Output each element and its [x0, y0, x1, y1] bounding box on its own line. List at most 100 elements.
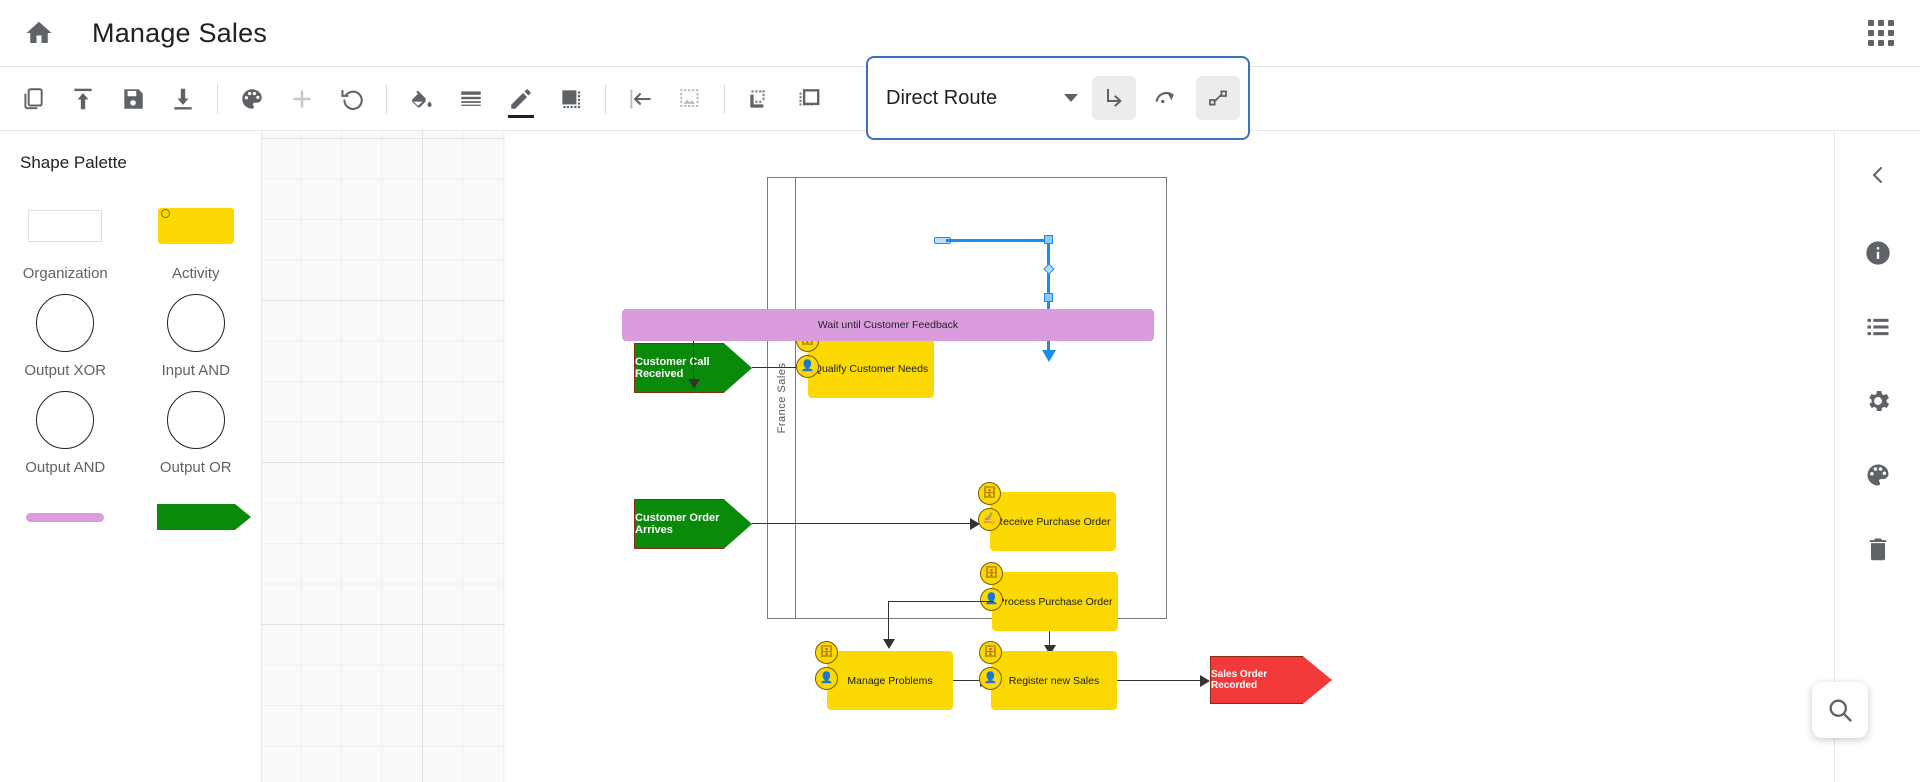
- pencil-active-indicator: [508, 115, 534, 118]
- activity-icons: 🗄 👤: [979, 641, 1002, 690]
- info-button[interactable]: [1852, 227, 1904, 279]
- activity-receive-purchase-order[interactable]: Receive Purchase Order 🗄 ✍: [978, 482, 1116, 551]
- paint-bucket-icon[interactable]: [396, 74, 446, 124]
- pencil-icon[interactable]: [496, 74, 546, 124]
- palette-item-label: Activity: [171, 265, 220, 282]
- upload-button[interactable]: [58, 74, 108, 124]
- palette-item-organization[interactable]: Organization: [0, 195, 131, 282]
- activity-icons: 🗄 👤: [980, 562, 1003, 611]
- curved-route-button[interactable]: [1144, 76, 1188, 120]
- palette-item-label: Output OR: [159, 459, 232, 476]
- download-button[interactable]: [158, 74, 208, 124]
- purple-bar-shape-icon: [0, 486, 131, 548]
- toolbar-divider-2: [386, 84, 387, 114]
- activity-qualify-customer-needs[interactable]: Qualify Customer Needs 🗄 👤: [796, 329, 934, 398]
- toolbar-divider: [217, 84, 218, 114]
- connector-corner-handle[interactable]: [1044, 235, 1053, 244]
- connector-waypoint-handle[interactable]: [1044, 293, 1053, 302]
- selected-connector-segment-horizontal[interactable]: [946, 239, 1050, 243]
- toolbar-divider-4: [724, 84, 725, 114]
- circle-shape-icon: [131, 389, 262, 451]
- palette-item-input-and[interactable]: Input AND: [131, 292, 262, 379]
- collapse-panel-button[interactable]: [1852, 149, 1904, 201]
- apps-grid-icon[interactable]: [1864, 16, 1898, 50]
- activity-label: Qualify Customer Needs: [813, 362, 929, 375]
- activity-register-new-sales[interactable]: Register new Sales 🗄 👤: [979, 641, 1117, 710]
- event-customer-order-arrives[interactable]: Customer Order Arrives: [634, 499, 752, 549]
- chevron-down-icon[interactable]: [1064, 94, 1078, 102]
- arrowhead-icon: [688, 379, 700, 389]
- arrowhead-icon: [1200, 675, 1210, 687]
- event-label: Customer Call Received: [635, 356, 710, 380]
- document-icon: 🗄: [815, 641, 838, 664]
- image-placeholder-icon[interactable]: [665, 74, 715, 124]
- send-backward-icon[interactable]: [734, 74, 784, 124]
- route-type-select[interactable]: Direct Route: [868, 58, 1092, 138]
- orthogonal-route-button[interactable]: [1092, 76, 1136, 120]
- arrowhead-icon: [1044, 645, 1056, 655]
- bring-forward-icon[interactable]: [784, 74, 834, 124]
- wait-label: Wait until Customer Feedback: [817, 319, 959, 331]
- palette-item-output-and[interactable]: Output AND: [0, 389, 131, 476]
- undo-icon[interactable]: [327, 74, 377, 124]
- person-icon: 👤: [815, 667, 838, 690]
- list-button[interactable]: [1852, 301, 1904, 353]
- event-label: Sales Order Recorded: [1211, 669, 1268, 691]
- green-arrow-shape-icon: [131, 486, 262, 548]
- connector-manage-to-register[interactable]: [953, 680, 985, 682]
- route-type-value: Direct Route: [886, 86, 998, 109]
- activity-manage-problems[interactable]: Manage Problems 🗄 👤: [815, 641, 953, 710]
- palette-item-output-xor[interactable]: Output XOR: [0, 292, 131, 379]
- palette-title: Shape Palette: [20, 153, 127, 172]
- connector-process-to-register[interactable]: [1049, 631, 1051, 651]
- circle-shape-icon: [0, 292, 131, 354]
- wait-bar[interactable]: Wait until Customer Feedback: [622, 309, 1154, 341]
- document-icon: 🗄: [980, 562, 1003, 585]
- palette-grid: Organization Activity Output XOR Input A…: [0, 195, 261, 556]
- event-sales-order-recorded[interactable]: Sales Order Recorded: [1210, 656, 1332, 704]
- direct-route-button[interactable]: [1196, 76, 1240, 120]
- activity-label: Manage Problems: [847, 674, 933, 687]
- settings-button[interactable]: [1852, 375, 1904, 427]
- diagram-canvas[interactable]: France Sales Customer Call Received Qual…: [262, 131, 1513, 782]
- delete-button[interactable]: [1852, 523, 1904, 575]
- filled-square-shadow-icon[interactable]: [546, 74, 596, 124]
- document-icon: 🗄: [978, 482, 1001, 505]
- align-left-icon[interactable]: [615, 74, 665, 124]
- palette-item-label: Organization: [22, 265, 108, 282]
- copy-button[interactable]: [8, 74, 58, 124]
- palette-item-event[interactable]: [131, 486, 262, 556]
- arrowhead-icon: [883, 639, 895, 649]
- page-title: Manage Sales: [92, 17, 268, 48]
- connector-process-to-manage-v[interactable]: [888, 601, 890, 643]
- palette-item-output-or[interactable]: Output OR: [131, 389, 262, 476]
- line-weight-icon[interactable]: [446, 74, 496, 124]
- document-icon: 🗄: [979, 641, 1002, 664]
- activity-label: Process Purchase Order: [997, 595, 1113, 608]
- swimlane-pool[interactable]: [767, 177, 1167, 619]
- connector-register-to-recorded[interactable]: [1117, 680, 1205, 682]
- palette-item-activity[interactable]: Activity: [131, 195, 262, 282]
- person-icon: 👤: [980, 588, 1003, 611]
- zoom-search-button[interactable]: [1812, 682, 1868, 738]
- swimlane-header[interactable]: France Sales: [767, 177, 796, 619]
- circle-shape-icon: [131, 292, 262, 354]
- arrowhead-icon: [970, 518, 980, 530]
- plus-icon[interactable]: [277, 74, 327, 124]
- connector-call-to-qualify[interactable]: [752, 367, 811, 369]
- right-sidebar: [1834, 131, 1920, 782]
- activity-process-purchase-order[interactable]: Process Purchase Order 🗄 👤: [980, 562, 1118, 631]
- person-icon: 👤: [979, 667, 1002, 690]
- floppy-save-icon[interactable]: [108, 74, 158, 124]
- connector-wait-to-order[interactable]: [693, 341, 695, 383]
- connector-order-to-receive[interactable]: [752, 523, 974, 525]
- color-palette-icon[interactable]: [227, 74, 277, 124]
- home-icon[interactable]: [22, 16, 56, 50]
- connector-process-to-manage-h[interactable]: [888, 601, 994, 603]
- activity-shape-icon: [131, 195, 262, 257]
- activity-label: Register new Sales: [1008, 674, 1100, 687]
- palette-item-wait-connector[interactable]: [0, 486, 131, 556]
- organization-shape-icon: [0, 195, 131, 257]
- theme-button[interactable]: [1852, 449, 1904, 501]
- connector-target-arrowhead-icon: [1042, 350, 1056, 362]
